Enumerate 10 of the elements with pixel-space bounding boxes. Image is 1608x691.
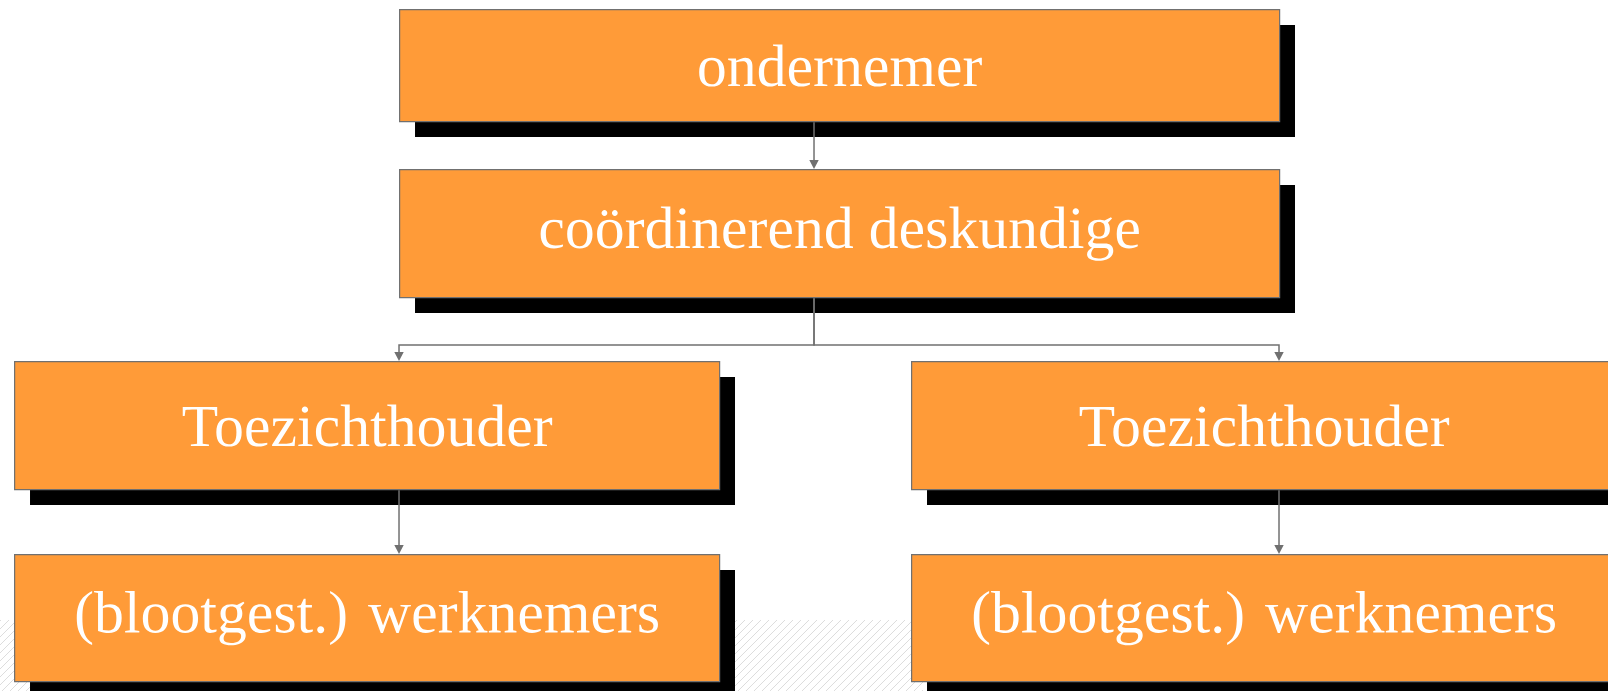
process-box: ondernemer bbox=[399, 9, 1295, 137]
process-box: coördinerend deskundige bbox=[399, 169, 1295, 313]
arrow bbox=[394, 489, 404, 554]
process-box: Toezichthouder bbox=[14, 361, 735, 505]
process-box: Toezichthouder bbox=[911, 361, 1608, 505]
arrow bbox=[809, 121, 819, 169]
process-box: (blootgest.) werknemers bbox=[14, 554, 735, 691]
arrow bbox=[813, 297, 1284, 361]
arrow bbox=[1274, 489, 1284, 554]
process-box: (blootgest.) werknemers bbox=[911, 554, 1608, 691]
